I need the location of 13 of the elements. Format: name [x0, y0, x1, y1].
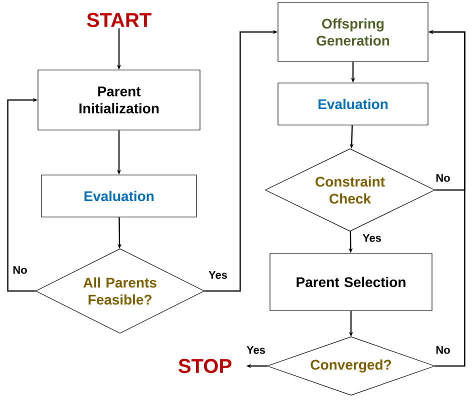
edge-label: Yes	[208, 271, 228, 279]
edge-label: No	[436, 346, 450, 354]
process-box: Evaluation	[41, 174, 197, 218]
edge-label: Yes	[246, 346, 266, 354]
edge-label: No	[13, 266, 27, 274]
process-box: Parent Selection	[270, 253, 432, 311]
stop-label: STOP	[178, 358, 232, 374]
edge-label: No	[436, 174, 450, 182]
process-box: Evaluation	[278, 82, 428, 126]
start-label: START	[87, 12, 152, 28]
process-box: Parent Initialization	[38, 70, 200, 130]
edge-label: Yes	[362, 234, 382, 242]
process-box: Offspring Generation	[278, 2, 428, 62]
